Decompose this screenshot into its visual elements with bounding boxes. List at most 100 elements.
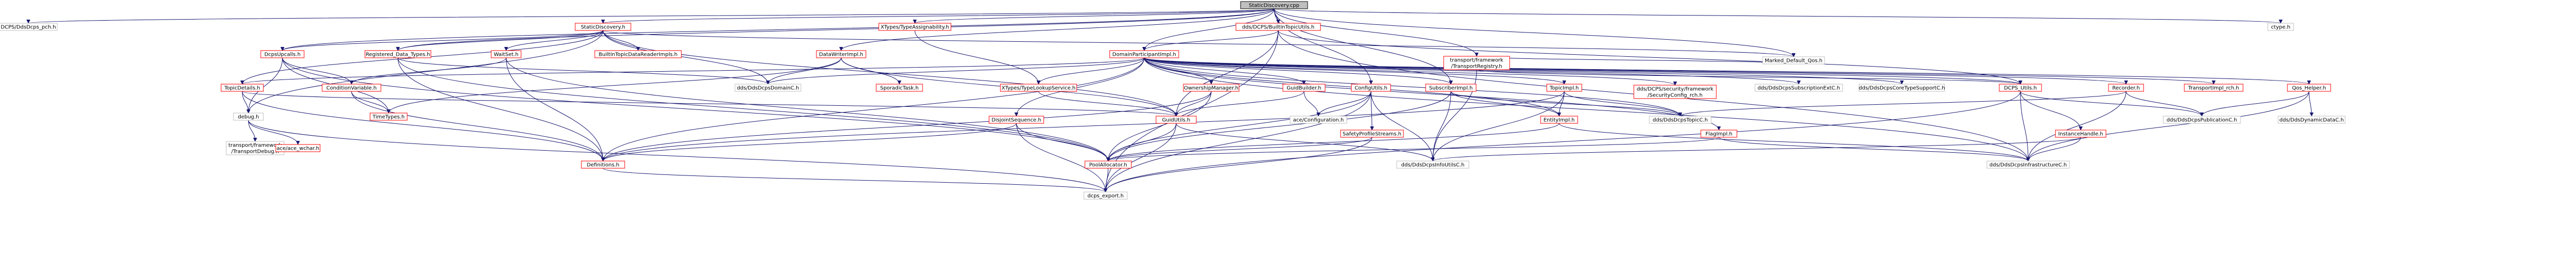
edge-n23-n38 [1564, 91, 1680, 117]
node-label: FlagImpl.h [1705, 132, 1732, 137]
edge-n40-n47 [1433, 137, 2081, 162]
node-label: DCPS/DdsDcps_pch.h [1, 25, 56, 30]
node-n18[interactable]: XTypes/TypeLookupService.h [1000, 84, 1077, 92]
node-label: DataWriterImpl.h [819, 52, 863, 58]
node-box [594, 50, 682, 58]
edge-n31-n44 [248, 120, 298, 145]
node-n10[interactable]: DataWriterImpl.h [816, 50, 866, 58]
node-n6[interactable]: DcpsUpcalls.h [260, 50, 305, 58]
edge-n22-n37 [1450, 91, 1559, 117]
node-box [1633, 85, 1717, 99]
node-box [1083, 191, 1128, 200]
node-n13: Marked_Default_Qos.h [1762, 56, 1825, 65]
node-n33[interactable]: DisjointSequence.h [989, 116, 1044, 124]
edge-n22-n38 [1450, 91, 1680, 117]
node-n30[interactable]: Qos_Helper.h [2287, 84, 2331, 92]
node-box [876, 84, 923, 92]
node-n45[interactable]: Definitions.h [581, 160, 625, 169]
edge-n20-n34 [1176, 91, 1304, 117]
node-n32[interactable]: TimeTypes.h [370, 113, 408, 121]
node-label: Definitions.h [587, 163, 619, 168]
node-n22[interactable]: SubscriberImpl.h [1425, 84, 1477, 92]
edge-n30-n41 [2202, 91, 2310, 117]
edge-n7-n46 [397, 57, 1108, 161]
edge-n0-n2 [603, 8, 1275, 24]
node-n29[interactable]: TransportImpl_rch.h [2184, 84, 2244, 92]
edge-n33-n49 [1016, 123, 1106, 192]
node-box [1396, 160, 1469, 169]
node-label: dds/DCPS/BuiltInTopicUtils.h [1242, 25, 1314, 30]
node-box [878, 23, 951, 31]
node-n14[interactable]: TopicDetails.h [221, 84, 264, 92]
node-n26: dds/DdsDcpsCoreTypeSupportC.h [1859, 84, 1945, 92]
edge-n28-n41 [2126, 91, 2202, 117]
node-box [1546, 84, 1582, 92]
node-n40[interactable]: InstanceHandle.h [2055, 130, 2106, 138]
node-n4[interactable]: dds/DCPS/BuiltInTopicUtils.h [1235, 23, 1321, 31]
node-label: XTypes/TypeLookupService.h [1001, 86, 1075, 91]
edge-n34-n49 [1106, 123, 1177, 192]
node-n34[interactable]: GuidUtils.h [1156, 116, 1197, 124]
node-label: dds/DdsDcpsTopicC.h [1653, 118, 1708, 123]
node-n17[interactable]: SporadicTask.h [876, 84, 923, 92]
node-n24[interactable]: dds/DCPS/security/framework/SecurityConf… [1633, 85, 1717, 99]
edge-n11-n23 [1144, 57, 1564, 85]
edge-n2-n7 [398, 30, 604, 51]
edge-n23-n45 [603, 91, 1565, 161]
node-n27[interactable]: DCPS_Utils.h [1999, 84, 2042, 92]
node-n9[interactable]: BuiltInTopicDataReaderImpls.h [594, 50, 682, 58]
node-n12[interactable]: transport/framework/TransportRegistry.h [1443, 56, 1510, 70]
node-n15[interactable]: ConditionVariable.h [322, 84, 381, 92]
edge-n4-n11 [1144, 30, 1279, 51]
node-n28[interactable]: Recorder.h [2108, 84, 2144, 92]
node-n1: DCPS/DdsDcps_pch.h [0, 23, 58, 31]
node-n19[interactable]: OwnershipManager.h [1183, 84, 1240, 92]
edge-n27-n40 [2020, 91, 2081, 130]
edge-n0-n13 [1274, 8, 1794, 57]
edge-n11-n22 [1144, 57, 1451, 85]
node-n41: dds/DdsDcpsPublicationC.h [2163, 116, 2241, 124]
edge-n8-n45 [506, 57, 603, 161]
node-n3[interactable]: XTypes/TypeAssignability.h [878, 23, 951, 31]
node-n23[interactable]: TopicImpl.h [1546, 84, 1582, 92]
edge-n40-n48 [2028, 137, 2081, 162]
node-label: debug.h [238, 115, 259, 120]
edge-n21-n35 [1318, 91, 1371, 117]
edge-n7-n45 [397, 57, 603, 161]
node-n44[interactable]: ace/ace_wchar.h [275, 144, 321, 152]
node-n11[interactable]: DomainParticipantImpl.h [1109, 50, 1179, 58]
edge-n11-n16 [768, 57, 1145, 85]
edge-n34-n46 [1108, 123, 1177, 161]
edge-n23-n47 [1433, 91, 1565, 161]
node-n39[interactable]: FlagImpl.h [1700, 130, 1737, 138]
node-label: dds/DdsDynamicDataC.h [2279, 118, 2344, 123]
edge-n0-n6 [282, 8, 1275, 51]
node-n8[interactable]: WaitSet.h [491, 50, 522, 58]
edge-n10-n32 [389, 57, 842, 114]
node-n36[interactable]: SafetyProfileStreams.h [1340, 130, 1404, 138]
node-n42: dds/DdsDynamicDataC.h [2278, 116, 2346, 124]
edge-n4-n34 [1176, 30, 1279, 116]
edge-n34-n47 [1176, 123, 1433, 162]
edge-n14-n31 [242, 91, 248, 113]
node-label: ConditionVariable.h [326, 86, 377, 91]
node-box [2108, 84, 2144, 92]
edge-n0-n11 [1144, 8, 1275, 51]
edge-n2-n16 [603, 30, 768, 84]
node-box [260, 50, 305, 58]
node-n37[interactable]: EntityImpl.h [1540, 116, 1578, 124]
node-n46[interactable]: PoolAllocator.h [1084, 160, 1132, 169]
node-n20[interactable]: GuidBuilder.h [1282, 84, 1326, 92]
node-box [989, 116, 1044, 124]
node-n2[interactable]: StaticDiscovery.h [575, 23, 631, 31]
edge-n37-n48 [1559, 123, 2028, 162]
node-n21[interactable]: ConfigUtils.h [1351, 84, 1391, 92]
node-n43: transport/framework/TransportDebug.h [226, 141, 285, 155]
edge-n14-n45 [242, 91, 603, 161]
edge-n33-n45 [603, 123, 1017, 162]
edge-n14-n34 [242, 91, 1176, 117]
node-n7[interactable]: Registered_Data_Types.h [364, 50, 431, 58]
edge-n11-n29 [1144, 57, 2214, 85]
